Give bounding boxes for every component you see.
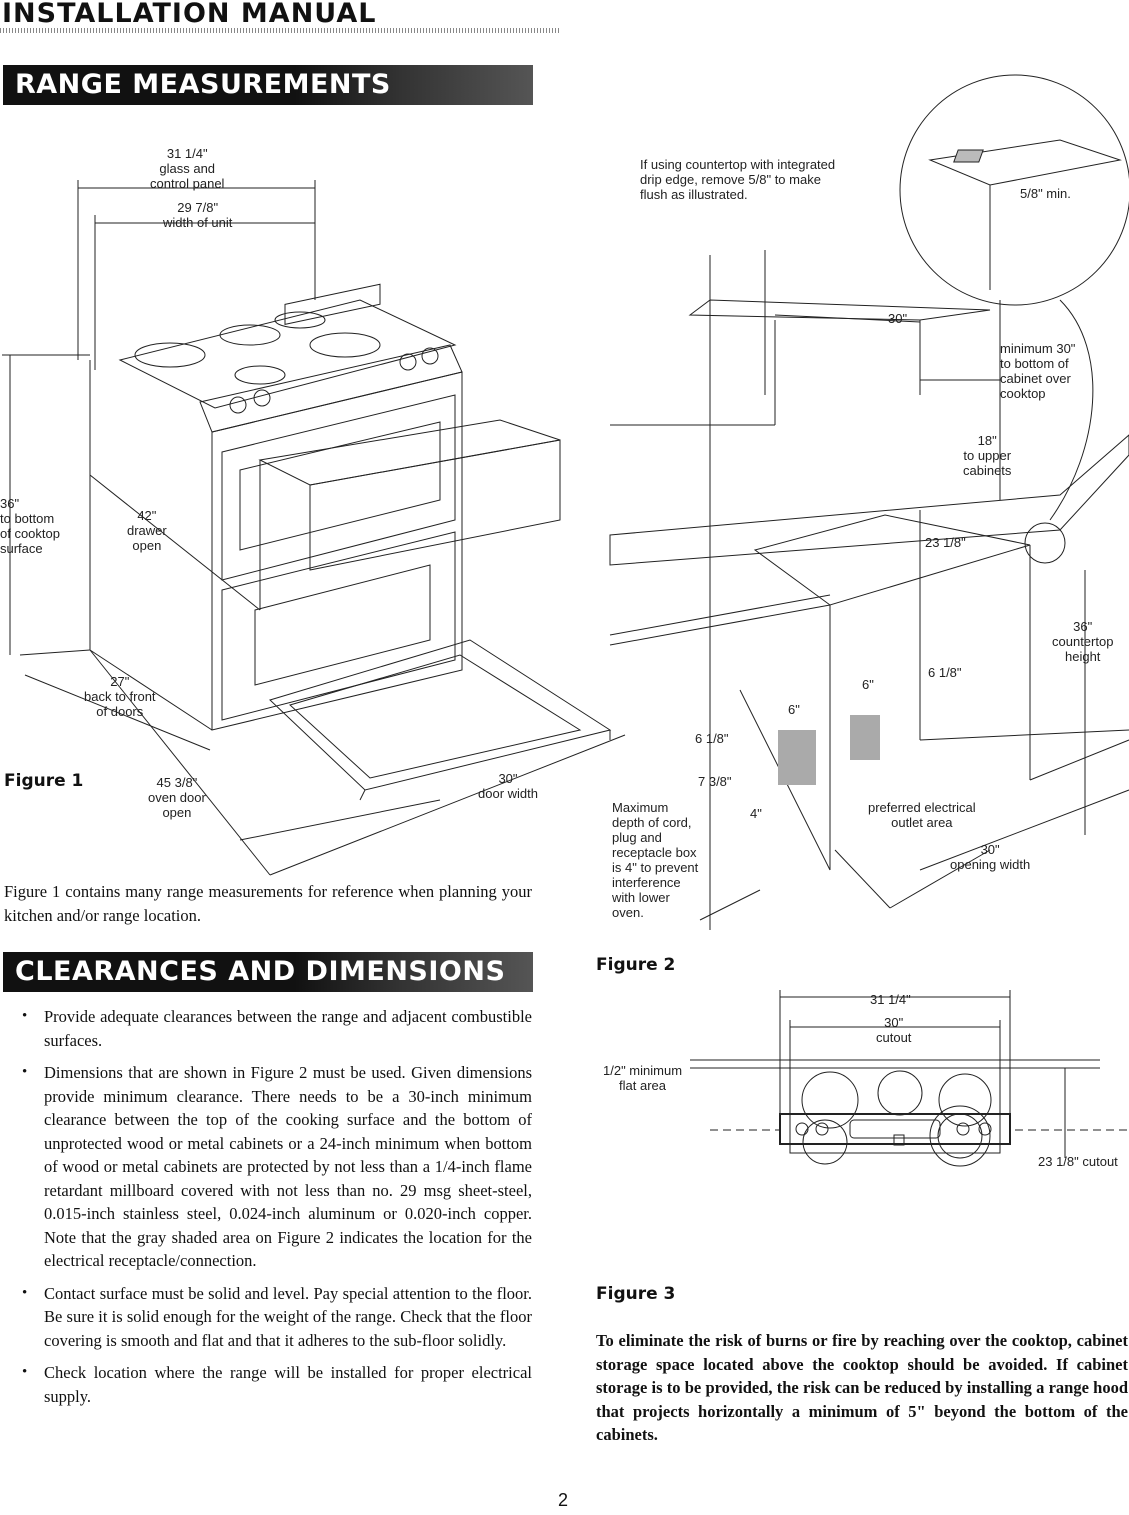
figure1-caption: Figure 1 contains many range measurement… [4, 882, 532, 925]
clearances-bullet-list: Provide adequate clearances between the … [22, 1005, 532, 1417]
fig2-label-4: 4" [750, 806, 762, 821]
figure2-installation-drawing [590, 90, 1129, 950]
fig3-label-3114: 31 1/4" [870, 992, 911, 1007]
fig2-label-23: 23 1/8" [925, 535, 966, 550]
fig2-label-counter36: 36" countertop height [1052, 619, 1114, 664]
warning-paragraph: To eliminate the risk of burns or fire b… [596, 1331, 1128, 1444]
fig1-label-back-front: 27" back to front of doors [84, 674, 156, 719]
fig1-label-glass-panel: 31 1/4" glass and control panel [150, 146, 225, 191]
fig2-label-min: 5/8" min. [1020, 186, 1071, 201]
fig2-label-618a: 6 1/8" [928, 665, 962, 680]
fig2-label-upper18: 18" to upper cabinets [963, 433, 1012, 478]
fig1-label-width-unit: 29 7/8" width of unit [163, 200, 233, 230]
fig2-label-note: If using countertop with integrated drip… [640, 157, 836, 202]
section-banner-range-measurements: RANGE MEASUREMENTS [3, 65, 533, 105]
fig2-label-6a: 6" [862, 677, 874, 692]
fig2-label-min30: minimum 30" to bottom of cabinet over co… [1000, 341, 1076, 401]
fig2-label-618b: 6 1/8" [695, 731, 729, 746]
fig1-label-height: 36" to bottom of cooktop surface [0, 496, 60, 556]
fig2-label-cord: Maximum depth of cord, plug and receptac… [612, 800, 699, 920]
bullet-item: Check location where the range will be i… [22, 1361, 532, 1408]
fig1-label-oven-door: 45 3/8" oven door open [148, 775, 206, 820]
fig2-label-outlet: preferred electrical outlet area [868, 800, 976, 830]
fig1-label-drawer: 42" drawer open [127, 508, 167, 553]
figure3-control-strip [690, 1110, 1129, 1170]
fig2-label-6b: 6" [788, 702, 800, 717]
header-rule [0, 28, 560, 33]
figure1-range-drawing [0, 140, 600, 870]
bullet-item: Contact surface must be solid and level.… [22, 1282, 532, 1353]
fig3-label-flat: 1/2" minimum flat area [603, 1063, 683, 1093]
figure2-label: Figure 2 [596, 955, 676, 975]
fig1-label-door-width: 30" door width [478, 771, 538, 801]
figure3-cutout-drawing [690, 990, 1129, 1160]
fig2-label-opening: 30" opening width [950, 842, 1031, 872]
bullet-item: Provide adequate clearances between the … [22, 1005, 532, 1052]
fig2-label-30: 30" [888, 311, 908, 326]
fig2-label-738: 7 3/8" [698, 774, 732, 789]
figure1-label: Figure 1 [4, 771, 84, 791]
bullet-item: Dimensions that are shown in Figure 2 mu… [22, 1061, 532, 1273]
fig3-label-cutout30: 30" cutout [876, 1015, 912, 1045]
page-number: 2 [558, 1490, 569, 1510]
figure3-label: Figure 3 [596, 1284, 676, 1304]
section-banner-clearances: CLEARANCES AND DIMENSIONS [3, 952, 533, 992]
fig3-label-cut2318: 23 1/8" cutout [1038, 1154, 1118, 1169]
manual-header-title: INSTALLATION MANUAL [2, 0, 377, 29]
